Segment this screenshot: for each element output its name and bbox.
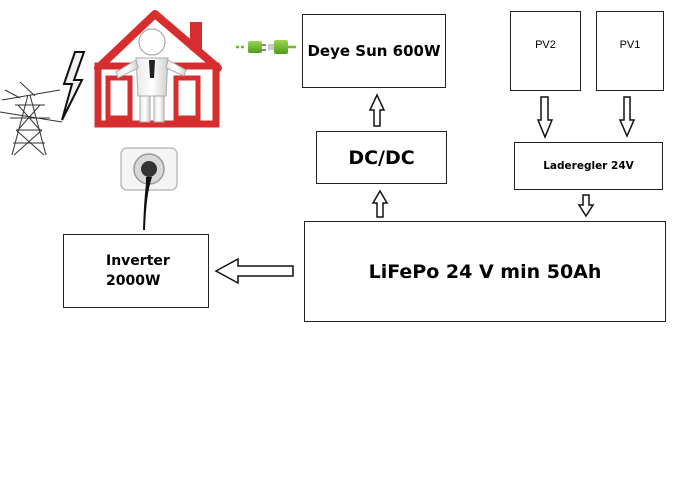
wall-socket-icon — [120, 147, 178, 230]
deye-sun-block: Deye Sun 600W — [302, 14, 446, 88]
pv1-block: PV1 — [596, 11, 664, 91]
laderegler-block: Laderegler 24V — [514, 142, 663, 190]
laderegler-label: Laderegler 24V — [543, 160, 634, 172]
arrow-laderegler-to-battery — [577, 194, 595, 218]
pv1-label: PV1 — [619, 39, 641, 51]
arrow-battery-to-inverter — [214, 257, 294, 285]
lightning-bolt-icon — [61, 51, 86, 121]
battery-block: LiFePo 24 V min 50Ah — [304, 221, 666, 322]
battery-label: LiFePo 24 V min 50Ah — [368, 260, 602, 283]
dcdc-label: DC/DC — [348, 146, 415, 169]
inverter-label: Inverter 2000W — [106, 253, 170, 289]
deye-sun-label: Deye Sun 600W — [307, 42, 441, 60]
power-pylon-icon — [0, 81, 63, 156]
pv2-block: PV2 — [510, 11, 581, 91]
green-plug-icon — [236, 40, 296, 54]
arrow-pv1-to-laderegler — [618, 96, 636, 138]
pv2-label: PV2 — [535, 39, 556, 51]
arrow-pv2-to-laderegler — [536, 96, 554, 139]
dcdc-block: DC/DC — [316, 131, 447, 184]
inverter-block: Inverter 2000W — [63, 234, 209, 308]
arrow-dcdc-to-deye — [368, 93, 386, 127]
arrows — [214, 93, 636, 285]
arrow-battery-to-dcdc — [371, 189, 389, 218]
house-with-figure-icon — [94, 10, 222, 128]
